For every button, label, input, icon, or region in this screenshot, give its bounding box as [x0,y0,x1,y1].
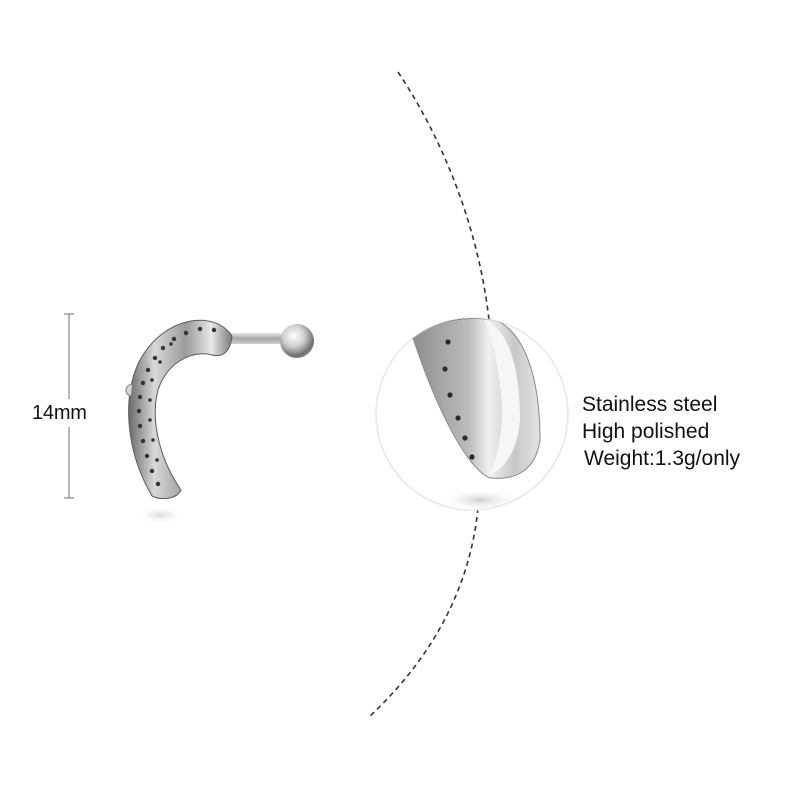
dimension-indicator [64,313,74,499]
earring-image [125,319,314,524]
spec-weight: Weight:1.3g/only [584,447,741,470]
dashed-callout-arc [369,71,490,717]
spec-list: Stainless steel High polished Weight:1.3… [582,391,740,472]
spec-material: Stainless steel [582,393,718,416]
zoom-detail-circle [375,317,569,511]
dimension-label: 14mm [32,399,87,427]
spec-finish: High polished [582,420,710,443]
